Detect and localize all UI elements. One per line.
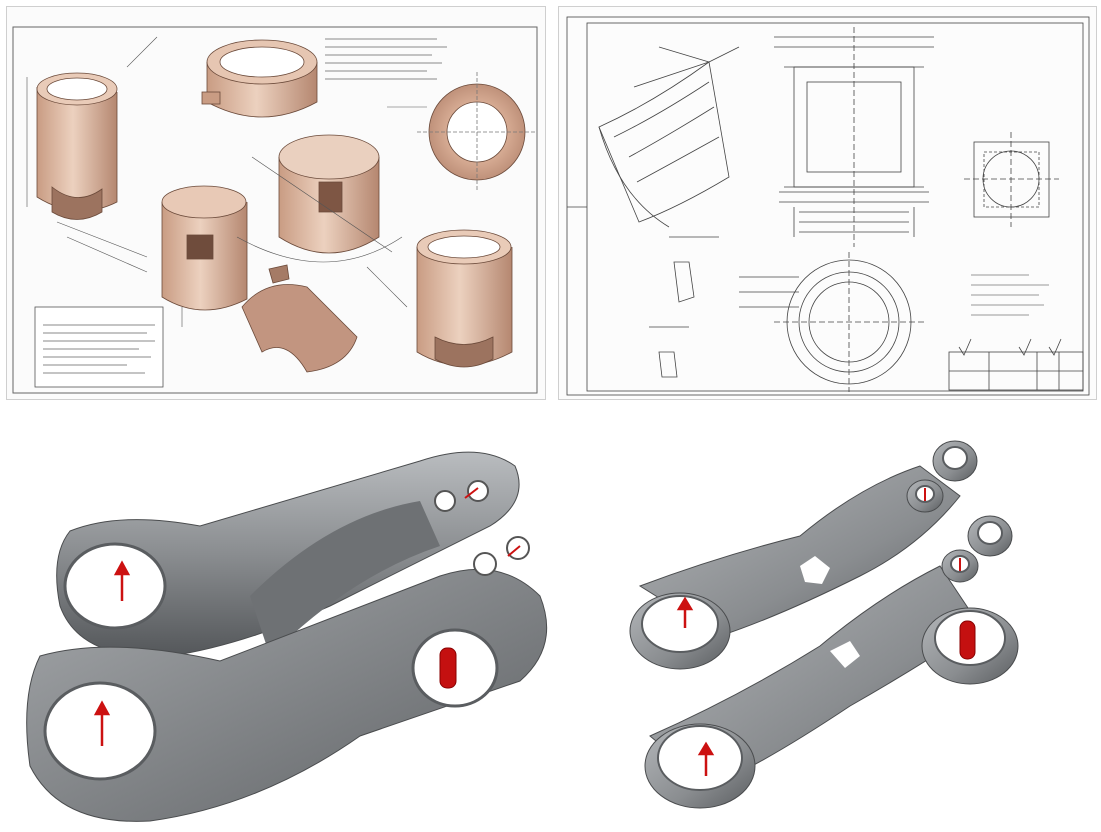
upper-lattice-arm [638, 465, 961, 637]
square-detail-view [964, 132, 1059, 227]
saddle-part [241, 264, 358, 373]
engineering-drawing-sheet [558, 6, 1097, 400]
dimension-lines [26, 36, 427, 327]
small-detail-views [649, 236, 719, 378]
instructions-block [325, 38, 447, 80]
hole-small-2 [467, 480, 489, 502]
surface-finish-symbols [958, 338, 1062, 356]
line-drawing [566, 16, 1090, 396]
hole-small-3 [473, 552, 497, 576]
optimized-bracket-render [629, 440, 1019, 809]
lower-arm [26, 568, 548, 822]
load-arrows [676, 488, 976, 776]
lattice-cutout-2 [830, 641, 860, 668]
ring-holes [641, 446, 1006, 791]
cylinder-part-center [278, 134, 380, 254]
optimized-bracket-model [560, 406, 1101, 832]
front-section-view [774, 27, 934, 247]
bracket-solid-model [0, 406, 560, 832]
technical-notes-box [34, 306, 164, 388]
assembly-drawing-sheet [6, 6, 546, 400]
ring-top-view [417, 72, 537, 192]
curved-section-view [598, 46, 740, 228]
technical-requirements-notes [971, 274, 1049, 316]
hole-small-1 [434, 490, 456, 512]
hole-lower-left [43, 681, 157, 781]
web [250, 501, 440, 656]
cylinder-part-right [416, 229, 513, 368]
ring-part [201, 39, 318, 118]
lower-lattice-arm [649, 565, 981, 787]
assembly-illustration [12, 26, 538, 394]
cylinder-part-1 [36, 72, 118, 220]
title-block [948, 351, 1084, 391]
sheet-title [19, 15, 531, 29]
cylinder-part-window [161, 185, 248, 311]
upper-arm [56, 451, 520, 657]
hole-upper-left [63, 542, 167, 630]
lattice-cutout [800, 556, 830, 584]
bracket-render [26, 451, 548, 822]
load-arrows [93, 487, 521, 746]
circular-plan-view [739, 252, 924, 392]
